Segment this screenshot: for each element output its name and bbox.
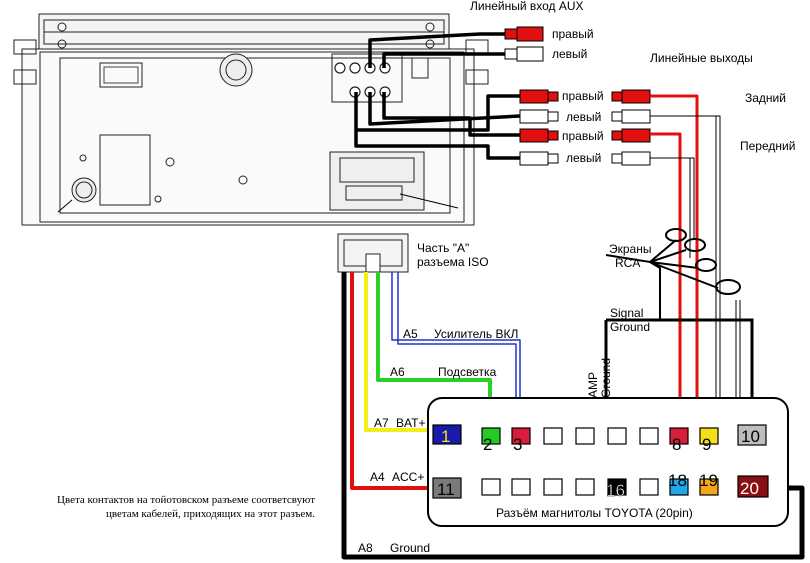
connector-title: Разъём магнитолы TOYOTA (20pin) bbox=[496, 506, 693, 520]
pin-13 bbox=[511, 478, 531, 496]
head-unit-back-panel bbox=[13, 13, 489, 273]
color-note-line-1: Цвета контактов на тойотовском разъеме с… bbox=[57, 494, 315, 506]
line-outputs-label: Линейные выходы bbox=[650, 51, 753, 65]
pin-19 bbox=[699, 478, 719, 496]
a4-desc: ACC+ bbox=[392, 470, 424, 484]
rear-label: Задний bbox=[745, 91, 786, 105]
pin-6 bbox=[607, 427, 627, 445]
a5-label: A5 bbox=[403, 327, 418, 341]
pin-2 bbox=[481, 427, 501, 445]
aux-right-label: правый bbox=[552, 27, 594, 41]
a5-desc: Усилитель ВКЛ bbox=[434, 327, 518, 341]
aux-plug-left bbox=[504, 46, 544, 62]
front-left-plug-pair bbox=[519, 151, 651, 166]
rca-screen-loops bbox=[605, 228, 741, 320]
color-note: Цвета контактов на тойотовском разъеме с… bbox=[10, 493, 315, 521]
front-right-plug-pair bbox=[519, 128, 651, 143]
pin-11 bbox=[432, 477, 462, 499]
pin-20-number: 20 bbox=[740, 479, 759, 498]
pin-12 bbox=[481, 478, 501, 496]
pin-15 bbox=[575, 478, 595, 496]
connector-bottom-row bbox=[432, 475, 769, 499]
pin-11-number: 11 bbox=[437, 480, 455, 499]
aux-left-label: левый bbox=[552, 47, 587, 61]
pin-18 bbox=[669, 478, 689, 496]
pin-10 bbox=[737, 424, 767, 446]
color-note-line-2: цветам кабелей, приходящих на этот разъе… bbox=[105, 508, 315, 520]
rear-right-plug-pair bbox=[519, 89, 651, 104]
pin-3 bbox=[511, 427, 531, 445]
a8-label: A8 bbox=[358, 541, 373, 555]
a8-desc: Ground bbox=[390, 541, 430, 555]
a7-desc: BAT+ bbox=[396, 416, 425, 430]
pin-3-number: 3 bbox=[513, 435, 522, 454]
pin-4 bbox=[543, 427, 563, 445]
screens-label-2: RCA bbox=[615, 256, 640, 270]
a7-label: A7 bbox=[374, 416, 389, 430]
pin-16-number: 16 bbox=[606, 481, 625, 500]
rear-left-plug-pair bbox=[519, 109, 651, 124]
aux-plug-right bbox=[504, 26, 544, 42]
pin-5 bbox=[575, 427, 595, 445]
front-label: Передний bbox=[740, 139, 795, 153]
front-left-label: левый bbox=[566, 151, 601, 165]
pin-16 bbox=[607, 478, 627, 496]
rca-cables bbox=[354, 32, 521, 160]
pin-1 bbox=[432, 424, 462, 445]
a6-desc: Подсветка bbox=[438, 365, 497, 379]
pin-9 bbox=[699, 427, 719, 445]
iso-part-label-1: Часть "А" bbox=[417, 241, 469, 255]
iso-part-label-2: разъема ISO bbox=[417, 255, 489, 269]
pin-18-number: 18 bbox=[668, 471, 687, 490]
pin-1-number: 1 bbox=[441, 427, 450, 446]
pin-8-number: 8 bbox=[672, 435, 681, 454]
pin-9-number: 9 bbox=[702, 435, 711, 454]
diagram-labels: Линейный вход AUX правый левый Линейные … bbox=[358, 0, 795, 555]
pin-14 bbox=[543, 478, 563, 496]
pin-7 bbox=[639, 427, 659, 445]
pin-20 bbox=[737, 475, 769, 498]
pin-17 bbox=[639, 478, 659, 496]
signal-ground-label-1: Signal bbox=[610, 306, 643, 320]
a6-label: A6 bbox=[390, 365, 405, 379]
connector-top-row bbox=[432, 424, 767, 446]
aux-in-label: Линейный вход AUX bbox=[470, 0, 584, 13]
pin-19-number: 19 bbox=[699, 471, 718, 490]
amp-ground-label-2: Ground bbox=[599, 358, 613, 398]
pin-2-number: 2 bbox=[483, 435, 492, 454]
pin-numbers: 1 2 3 8 9 10 11 16 18 19 20 bbox=[437, 427, 760, 500]
signal-ground-label-2: Ground bbox=[610, 320, 650, 334]
screens-label-1: Экраны bbox=[609, 242, 651, 256]
pin-8 bbox=[669, 427, 689, 445]
signal-ground-wire bbox=[606, 318, 754, 428]
front-right-label: правый bbox=[562, 129, 604, 143]
rear-right-label: правый bbox=[562, 89, 604, 103]
a4-label: A4 bbox=[370, 470, 385, 484]
amp-ground-label-1: AMP bbox=[586, 372, 600, 398]
pin-10-number: 10 bbox=[741, 427, 760, 446]
rear-left-label: левый bbox=[566, 110, 601, 124]
